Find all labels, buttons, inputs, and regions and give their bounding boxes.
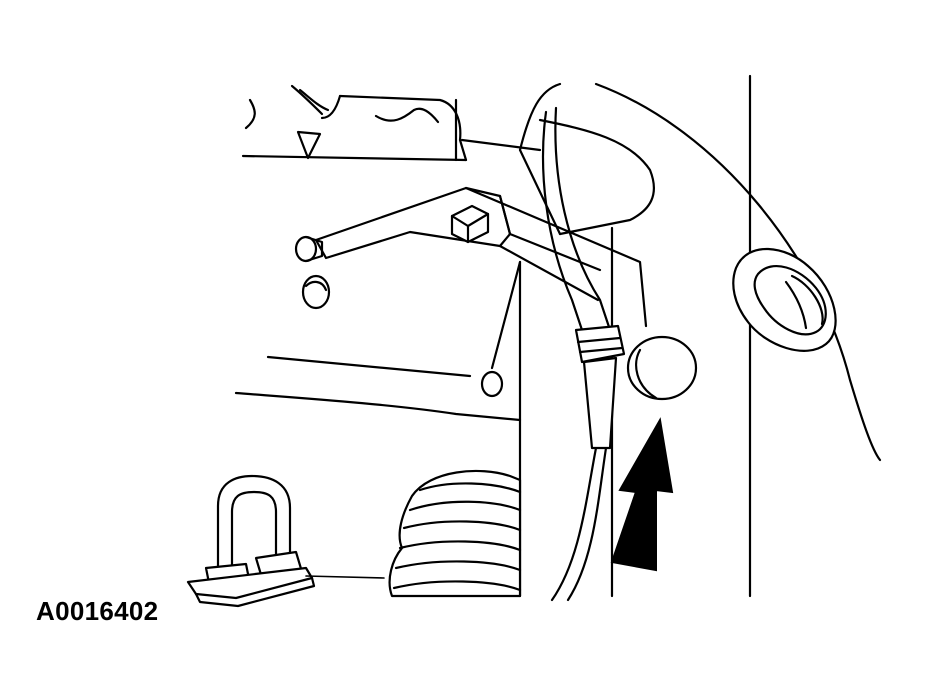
u-clamp [186,474,385,608]
figure-id-label: A0016402 [36,596,159,626]
locating-tab [296,130,322,160]
pin-grommet [301,274,331,310]
bracket-bolt [450,204,490,244]
hose-clip [574,324,626,450]
direction-arrow-icon [610,417,674,572]
access-plug [626,335,698,401]
brake-hose [541,106,612,602]
suspension-bellows [388,469,522,598]
panel-grommet [732,247,837,352]
bracket-pin [294,235,324,263]
body-panel [234,84,542,422]
